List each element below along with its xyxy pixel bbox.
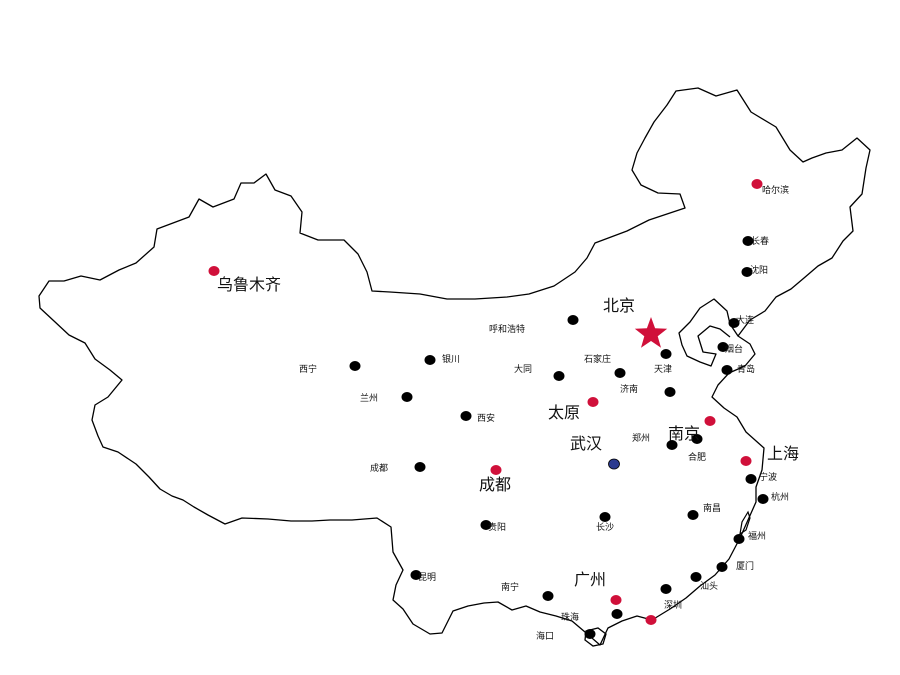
city-label-shantou: 汕头 <box>700 581 718 592</box>
city-label-guangzhou: 广州 <box>574 570 606 589</box>
city-marker-zhuhai <box>611 609 623 619</box>
city-label-nanning: 南宁 <box>501 581 519 593</box>
city-label-datong: 大同 <box>514 363 532 375</box>
city-marker-qingdao <box>721 365 733 375</box>
city-label-chengdu_minor: 成都 <box>370 462 388 474</box>
city-marker-chengdu_minor <box>414 462 426 472</box>
city-marker-shenyang <box>741 267 753 277</box>
city-label-chengdu_major: 成都 <box>479 475 511 494</box>
city-marker-yinchuan <box>424 355 436 365</box>
city-marker-taiyuan <box>587 397 599 407</box>
city-label-xining: 西宁 <box>299 363 317 375</box>
city-marker-jinan <box>664 387 676 397</box>
city-marker-haikou <box>584 629 596 639</box>
city-marker-zhengzhou <box>666 440 678 450</box>
city-marker-yantai <box>717 342 729 352</box>
city-marker-guiyang <box>480 520 492 530</box>
city-marker-nanning <box>542 591 554 601</box>
city-label-zhengzhou: 郑州 <box>632 432 650 444</box>
city-marker-hongkong <box>645 615 657 625</box>
city-label-xian: 西安 <box>477 412 495 424</box>
city-marker-chengdu_major <box>490 465 502 475</box>
china-outline <box>38 87 871 646</box>
city-marker-xining <box>349 361 361 371</box>
city-label-changchun: 长春 <box>751 235 769 247</box>
city-label-xiamen: 厦门 <box>736 560 754 572</box>
city-markers <box>208 179 769 639</box>
bohai-coastline <box>678 298 739 367</box>
city-label-harbin: 哈尔滨 <box>762 184 789 196</box>
city-marker-changchun <box>742 236 754 246</box>
city-marker-hefei <box>691 434 703 444</box>
city-label-yantai: 烟台 <box>725 343 743 355</box>
city-marker-shantou <box>690 572 702 582</box>
city-marker-nanjing <box>704 416 716 426</box>
city-marker-shenzhen <box>660 584 672 594</box>
city-marker-hohhot <box>567 315 579 325</box>
city-label-shanghai: 上海 <box>767 444 799 463</box>
city-label-jinan: 济南 <box>620 383 638 395</box>
city-marker-harbin <box>751 179 763 189</box>
city-marker-kunming <box>410 570 422 580</box>
city-label-shijiazhuang: 石家庄 <box>584 353 611 365</box>
city-marker-shanghai <box>740 456 752 466</box>
city-marker-datong <box>553 371 565 381</box>
city-marker-fuzhou <box>733 534 745 544</box>
city-label-haikou: 海口 <box>536 630 554 642</box>
city-label-zhuhai: 珠海 <box>561 611 579 623</box>
city-marker-tianjin <box>660 349 672 359</box>
city-marker-xiamen <box>716 562 728 572</box>
city-label-shenyang: 沈阳 <box>750 264 768 276</box>
city-marker-wuhan <box>608 458 620 470</box>
city-label-guiyang: 贵阳 <box>488 521 506 533</box>
city-label-taiyuan: 太原 <box>548 403 580 422</box>
city-marker-guangzhou <box>610 595 622 605</box>
city-marker-changsha <box>599 512 611 522</box>
city-label-nanjing: 南京 <box>668 424 700 443</box>
city-label-kunming: 昆明 <box>418 572 436 583</box>
city-label-hohhot: 呼和浩特 <box>489 323 525 335</box>
hainan-island <box>584 627 607 647</box>
city-marker-xian <box>460 411 472 421</box>
city-marker-hangzhou <box>757 494 769 504</box>
city-label-nanchang: 南昌 <box>703 502 721 514</box>
city-marker-nanchang <box>687 510 699 520</box>
city-label-hangzhou: 杭州 <box>771 491 789 503</box>
city-label-yinchuan: 银川 <box>442 353 460 365</box>
city-label-urumqi: 乌鲁木齐 <box>217 275 281 294</box>
city-label-qingdao: 青岛 <box>737 363 755 375</box>
city-marker-urumqi <box>208 266 220 276</box>
city-label-wuhan: 武汉 <box>570 434 602 453</box>
city-marker-dalian <box>728 318 740 328</box>
city-label-ningbo: 宁波 <box>759 471 777 483</box>
city-marker-ningbo <box>745 474 757 484</box>
city-label-fuzhou: 福州 <box>748 530 766 542</box>
city-label-tianjin: 天津 <box>654 364 672 375</box>
city-label-hefei: 合肥 <box>688 451 706 463</box>
capital-label: 北京 <box>603 296 635 315</box>
city-label-lanzhou: 兰州 <box>360 392 378 404</box>
taiwan-outline <box>739 510 751 536</box>
city-label-changsha: 长沙 <box>596 521 614 533</box>
city-marker-shijiazhuang <box>614 368 626 378</box>
city-label-dalian: 大连 <box>736 314 754 326</box>
red-star-icon <box>634 317 668 348</box>
city-label-shenzhen: 深圳 <box>664 600 682 611</box>
city-marker-lanzhou <box>401 392 413 402</box>
